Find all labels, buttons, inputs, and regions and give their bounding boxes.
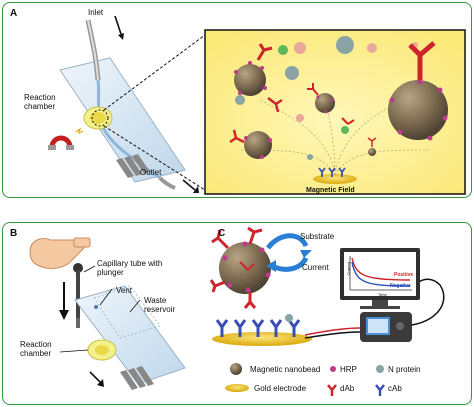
legend-dab-icon xyxy=(327,384,337,396)
magnetic-bead xyxy=(388,41,448,141)
panel-b-letter: B xyxy=(10,228,18,239)
potentiostat-device xyxy=(360,312,412,342)
microfluidic-chip-b xyxy=(74,285,186,390)
legend-hrp-icon xyxy=(330,366,336,372)
legend-gold-electrode: Gold electrode xyxy=(254,384,307,393)
chart-positive-label: Positive xyxy=(394,272,414,278)
reaction-chamber-label-a2: chamber xyxy=(24,102,56,111)
reaction-chamber-label-b1: Reaction xyxy=(20,340,52,349)
flow-arrow xyxy=(89,371,104,387)
chart-negative-label: Negative xyxy=(390,283,411,289)
legend-nprotein-icon xyxy=(376,365,384,373)
substrate-arrow xyxy=(266,233,312,258)
capillary-label-1: Capillary tube with xyxy=(97,259,163,268)
chart-xlabel: Time xyxy=(378,292,387,297)
reaction-chamber-label-b2: chamber xyxy=(20,349,52,358)
legend-dab: dAb xyxy=(340,384,355,393)
zoom-line-top xyxy=(103,34,206,111)
zoom-box xyxy=(204,29,466,195)
microfluidic-chip-a xyxy=(59,19,186,190)
chart-ylabel: Current xyxy=(346,262,351,276)
magnetic-field-label: Magnetic Field xyxy=(306,187,355,194)
panel-c-letter: C xyxy=(218,228,226,239)
magnetic-bead-c xyxy=(209,226,271,309)
magnet-icon xyxy=(48,127,84,150)
reaction-chamber-label-a1: Reaction xyxy=(24,93,56,102)
monitor xyxy=(340,248,420,309)
magnetic-bead xyxy=(307,83,335,114)
substrate-label: Substrate xyxy=(300,232,335,241)
down-arrow xyxy=(59,282,69,320)
inlet-label: Inlet xyxy=(88,8,104,17)
capillary-plunger xyxy=(73,263,83,320)
legend-gold-icon xyxy=(225,384,249,392)
current-label: Current xyxy=(302,263,329,272)
inlet-arrow xyxy=(114,15,124,40)
legend-hrp: HRP xyxy=(340,365,357,374)
legend-bead-icon xyxy=(230,363,242,375)
waste-label-2: reservoir xyxy=(144,305,176,314)
outlet-label: Outlet xyxy=(140,168,162,177)
vent-label: Vent xyxy=(116,286,133,295)
legend-cab: cAb xyxy=(388,384,402,393)
outlet-arrow xyxy=(182,179,199,193)
gold-electrode-c xyxy=(212,314,312,346)
magnetic-bead xyxy=(229,129,272,159)
capillary-label-2: plunger xyxy=(97,268,124,277)
legend-n-protein: N protein xyxy=(388,365,421,374)
panel-a-letter: A xyxy=(10,8,18,19)
legend-magnetic-nanobead: Magnetic nanobead xyxy=(250,365,321,374)
thumb-icon xyxy=(29,237,91,269)
current-arrow xyxy=(266,256,309,272)
magnetic-bead xyxy=(367,137,377,156)
legend-cab-icon xyxy=(375,384,385,396)
waste-label-1: Waste xyxy=(144,296,167,305)
magnetic-bead xyxy=(234,43,273,96)
